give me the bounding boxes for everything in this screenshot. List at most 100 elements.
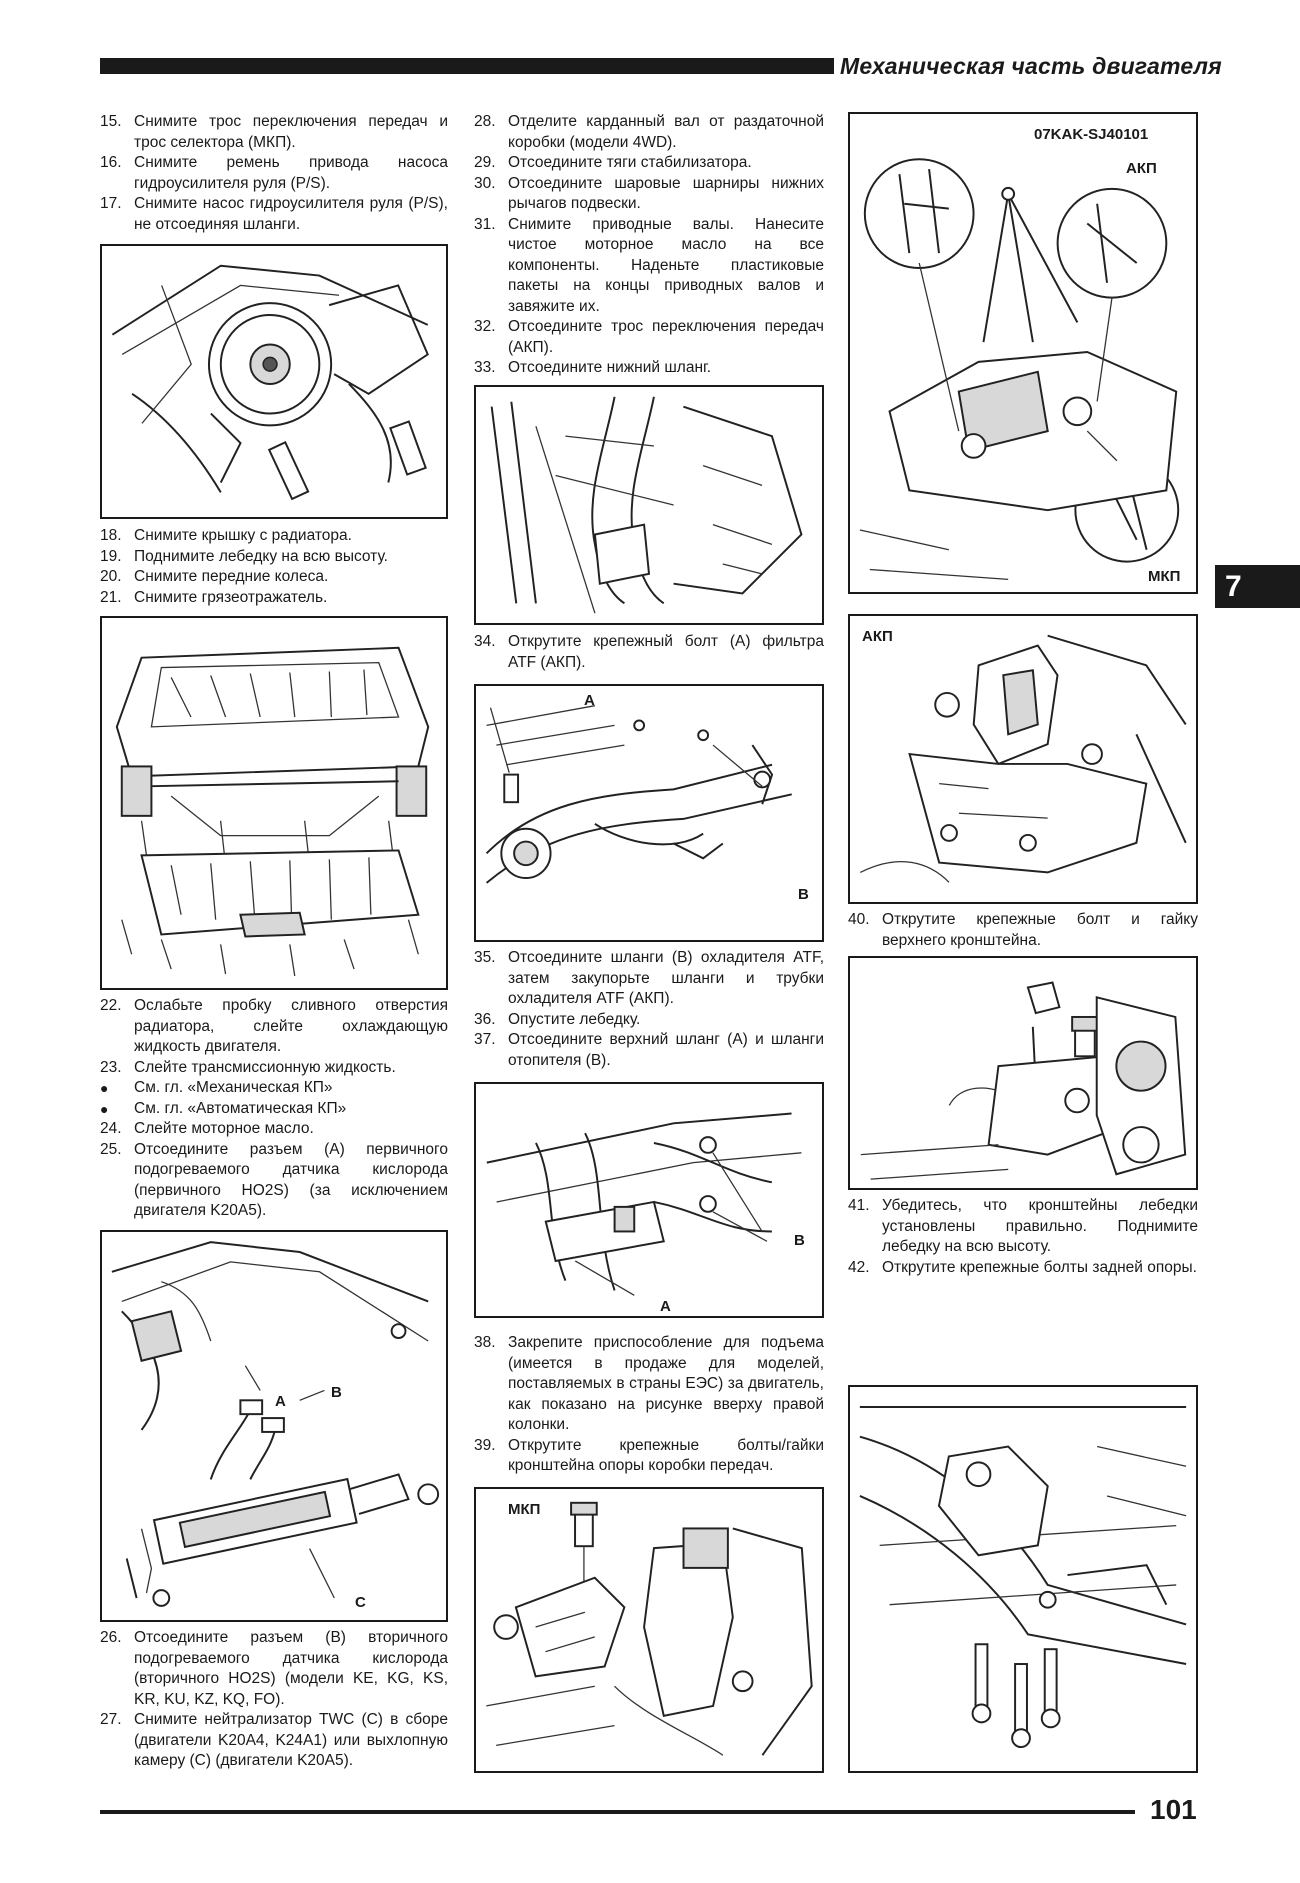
rear-mount-illustration — [859, 1406, 1187, 1749]
step-text: Снимите нейтрализатор TWC (С) в сборе (д… — [134, 1711, 448, 1769]
step-number: 15. — [100, 113, 122, 130]
atf-label-a: A — [584, 692, 595, 709]
step-item: 23.Слейте трансмиссионную жидкость. — [100, 1058, 448, 1079]
step-item: 29.Отсоедините тяги стабилизатора. — [474, 153, 824, 174]
step-text: Открутите крепежные болты/гайки кронштей… — [508, 1436, 824, 1475]
step-item: 35.Отсоедините шланги (В) охладителя ATF… — [474, 948, 824, 1010]
step-number: 34. — [474, 633, 496, 650]
step-text: Снимите трос переключения передач и трос… — [134, 113, 448, 151]
step-text: Снимите насос гидроусилителя руля (P/S),… — [134, 195, 448, 233]
step-item: 28.Отделите карданный вал от раздаточной… — [474, 112, 824, 153]
atf-label-b: B — [798, 886, 809, 903]
step-number: 18. — [100, 527, 122, 544]
step-number: 20. — [100, 568, 122, 585]
step-text: Снимите приводные валы. Нанесите чистое … — [508, 215, 824, 315]
step-text: Отсоедините трос переключения передач (А… — [508, 318, 824, 356]
figure-lifting-tool: 07KAK-SJ40101 АКП МКП — [848, 112, 1198, 594]
step-number: 22. — [100, 997, 122, 1014]
mount-akp-label: АКП — [862, 628, 893, 645]
step-item: 26. Отсоедините разъем (В) вторичного под… — [100, 1628, 448, 1710]
exhaust-label-a: A — [275, 1393, 286, 1410]
step-item: 15. Снимите трос переключения передач и т… — [100, 112, 448, 153]
step-text: Отсоедините шаровые шарниры нижних рычаг… — [508, 174, 824, 213]
step-number: 40. — [848, 911, 870, 928]
exhaust-label-b: B — [331, 1384, 342, 1401]
figure-splash-shield — [100, 616, 448, 990]
steps-35-37: 35.Отсоедините шланги (В) охладителя ATF… — [474, 948, 824, 1071]
steps-22-25: 22. Ослабьте пробку сливного отверстия ра… — [100, 996, 448, 1222]
step-text: Слейте моторное масло. — [134, 1120, 314, 1137]
step-number: 26. — [100, 1629, 122, 1646]
step-text: Снимите передние колеса. — [134, 568, 329, 585]
step-text: Отсоедините разъем (В) вторичного подогр… — [134, 1629, 448, 1708]
step-item: 24.Слейте моторное масло. — [100, 1119, 448, 1140]
step-item: 38. Закрепите приспособление для подъема … — [474, 1333, 824, 1436]
step-number: ● — [100, 1100, 109, 1117]
step-text: Убедитесь, что кронштейны лебедки устано… — [882, 1197, 1198, 1255]
page-number: 101 — [1150, 1794, 1197, 1825]
step-text: Отделите карданный вал от раздаточной ко… — [508, 113, 824, 151]
hoses-label-b: B — [794, 1232, 805, 1249]
mount-akp-illustration — [859, 634, 1187, 883]
step-text: Ослабьте пробку сливного отверстия радиа… — [134, 997, 448, 1055]
figure-exhaust-converter: A B C — [100, 1230, 448, 1622]
tool-code-label: 07KAK-SJ40101 — [1034, 126, 1149, 143]
figure-rear-mount — [848, 1385, 1198, 1773]
step-number: 19. — [100, 547, 122, 565]
step-text: Отсоедините верхний шланг (А) и шланги о… — [508, 1031, 824, 1069]
step-40: 40. Открутите крепежные болт и гайку верх… — [848, 910, 1198, 951]
upper-bracket-illustration — [860, 981, 1187, 1180]
step-text: Опустите лебедку. — [508, 1010, 641, 1028]
steps-28-33: 28.Отделите карданный вал от раздаточной… — [474, 112, 824, 379]
step-text: Отсоедините нижний шланг. — [508, 359, 712, 376]
step-item: 33. Отсоедините нижний шланг. — [474, 358, 824, 379]
figure-upper-bracket — [848, 956, 1198, 1190]
figure-upper-hose: A B — [474, 1082, 824, 1318]
step-item: 37.Отсоедините верхний шланг (А) и шланг… — [474, 1030, 824, 1071]
step-text: Закрепите приспособление для подъема (им… — [508, 1334, 824, 1433]
step-item: 18.Снимите крышку с радиатора. — [100, 526, 448, 547]
step-item: 32.Отсоедините трос переключения передач… — [474, 317, 824, 358]
steps-38-39: 38. Закрепите приспособление для подъема … — [474, 1333, 824, 1477]
step-item: 17. Снимите насос гидроусилителя руля (P/… — [100, 194, 448, 235]
step-text: Снимите ремень привода насоса гидроусили… — [134, 154, 448, 192]
step-item: 31. Снимите приводные валы. Нанесите чист… — [474, 215, 824, 318]
step-item: 16. Снимите ремень привода насоса гидроус… — [100, 153, 448, 194]
footer-rule — [100, 1810, 1135, 1814]
step-number: 39. — [474, 1436, 496, 1454]
step-number: 33. — [474, 359, 496, 376]
step-number: 17. — [100, 195, 122, 212]
steps-26-27: 26. Отсоедините разъем (В) вторичного под… — [100, 1628, 448, 1772]
step-item: 30. Отсоедините шаровые шарниры нижних ры… — [474, 174, 824, 215]
step-number: 42. — [848, 1258, 870, 1276]
step-number: 16. — [100, 154, 122, 171]
step-number: 31. — [474, 215, 496, 233]
step-item: 20. Снимите передние колеса. — [100, 567, 448, 588]
step-item: 22. Ослабьте пробку сливного отверстия ра… — [100, 996, 448, 1058]
atf-filter-illustration — [485, 705, 792, 884]
step-text: Отсоедините разъем (А) первичного подогр… — [134, 1140, 448, 1220]
splash-shield-illustration — [115, 646, 430, 977]
steps-18-21: 18.Снимите крышку с радиатора.19.Подними… — [100, 526, 448, 608]
step-item: ● См. гл. «Автоматическая КП» — [100, 1099, 448, 1120]
step-number: 21. — [100, 588, 122, 606]
step-item: 27.Снимите нейтрализатор TWC (С) в сборе… — [100, 1710, 448, 1772]
step-item: 39. Открутите крепежные болты/гайки кронш… — [474, 1436, 824, 1477]
figure-atf-filter: A B — [474, 684, 824, 942]
step-number: 30. — [474, 174, 496, 192]
step-34: 34.Открутите крепежный болт (А) фильтра … — [474, 632, 824, 673]
step-item: 42.Открутите крепежные болты задней опор… — [848, 1258, 1198, 1279]
step-item: 21. Снимите грязеотражатель. — [100, 588, 448, 609]
step-number: ● — [100, 1080, 109, 1096]
step-number: 36. — [474, 1010, 496, 1028]
step-text: Открутите крепежные болт и гайку верхнег… — [882, 911, 1198, 949]
power-steering-pump-illustration — [111, 264, 429, 501]
chapter-tab: 7 — [1215, 565, 1300, 608]
step-text: См. гл. «Автоматическая КП» — [134, 1099, 347, 1117]
step-text: Снимите грязеотражатель. — [134, 588, 328, 606]
exhaust-label-c: C — [355, 1594, 366, 1611]
step-number: 25. — [100, 1140, 122, 1158]
step-text: Слейте трансмиссионную жидкость. — [134, 1058, 396, 1076]
step-number: 38. — [474, 1334, 496, 1351]
mount-mkp-label: МКП — [508, 1501, 541, 1518]
